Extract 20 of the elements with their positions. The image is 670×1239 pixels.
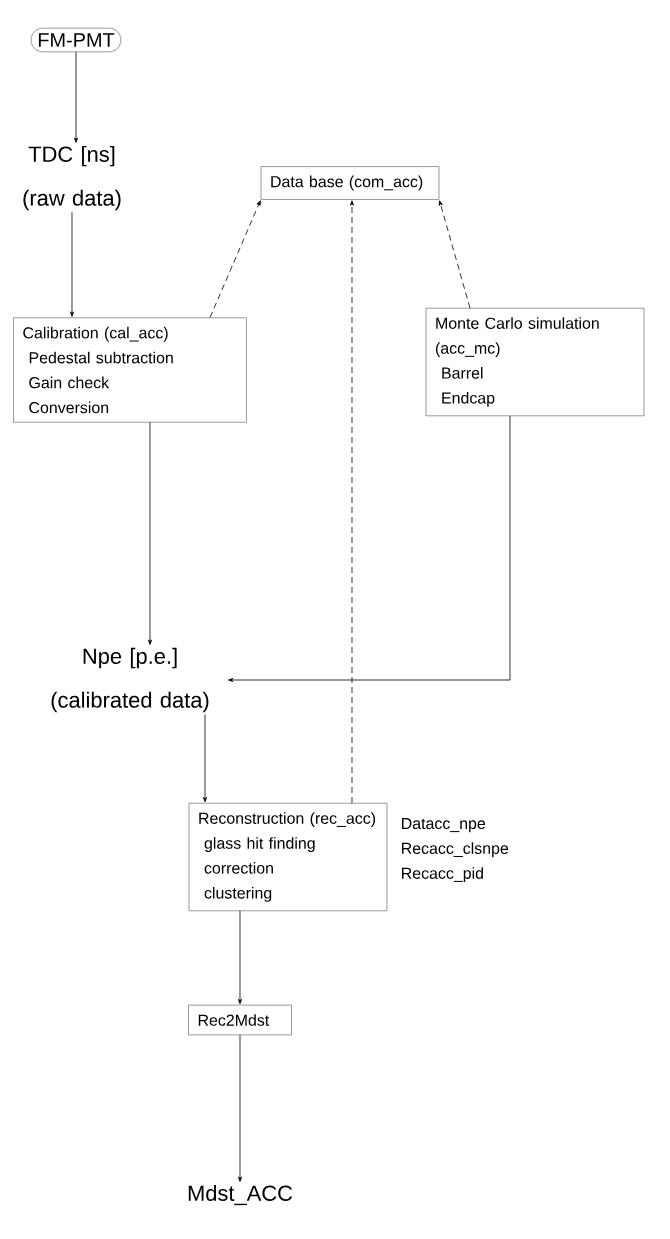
arrow [70, 211, 74, 317]
database-box: Data base (com_acc) [260, 166, 440, 200]
data-label: Npe [p.e.] (calibrated data) [51, 647, 209, 713]
terminal-box: FM-PMT [30, 27, 122, 53]
arrow [238, 1034, 242, 1182]
arrow [228, 415, 511, 682]
bank-list: Datacc_npe Recacc_clsnpe Recacc_pid [402, 817, 509, 883]
data-label: Mdst_ACC [188, 1184, 293, 1206]
arrow [238, 910, 242, 1005]
arrow [148, 422, 152, 645]
data-label: TDC [ns] (raw data) [23, 145, 121, 211]
process-box: Reconstruction (rec_acc) glass hit finding correction clustering [188, 803, 388, 911]
arrow [74, 51, 78, 143]
process-box: Monte Carlo simulation (acc_mc) Barrel Endcap [425, 308, 645, 416]
process-box: Calibration (cal_acc) Pedestal subtraction Gain check Conversion [13, 317, 247, 423]
arrow [203, 713, 207, 803]
arrow [209, 200, 261, 318]
arrow [350, 200, 354, 804]
arrow [438, 200, 471, 309]
process-box: Rec2Mdst [188, 1004, 292, 1036]
